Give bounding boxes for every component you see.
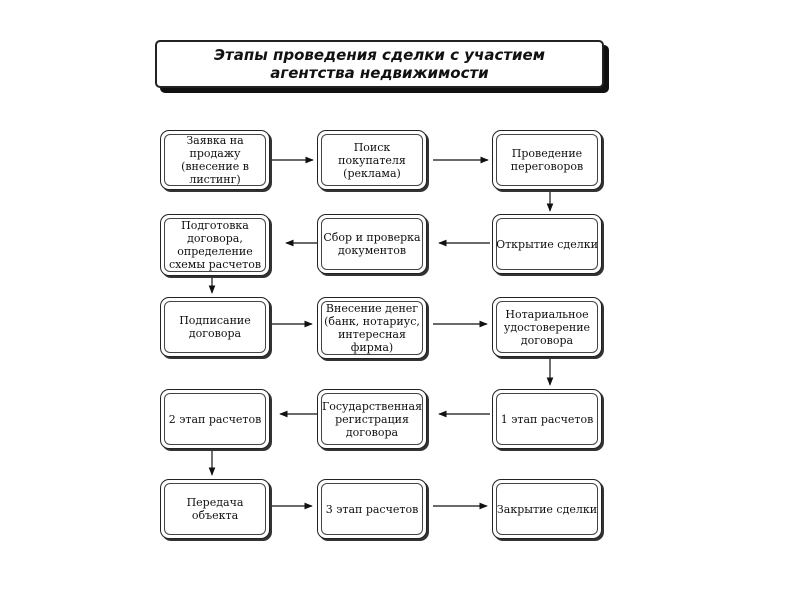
step-money-deposit: Внесение денег (банк, нотариус, интересн… [317, 297, 427, 359]
step-payment-stage-3: 3 этап расчетов [317, 479, 427, 539]
step-contract-signing: Подписание договора [160, 297, 270, 357]
step-label: Передача объекта [186, 496, 244, 522]
step-notarization: Нотариальное удостоверение договора [492, 297, 602, 357]
step-deal-opening: Открытие сделки [492, 214, 602, 274]
step-label: Открытие сделки [496, 237, 598, 251]
step-documents-collection: Сбор и проверка документов [317, 214, 427, 274]
step-contract-preparation: Подготовка договора, определение схемы р… [160, 214, 270, 276]
step-label: Нотариальное удостоверение договора [503, 307, 591, 347]
step-payment-stage-1: 1 этап расчетов [492, 389, 602, 449]
step-state-registration: Государственная регистрация договора [317, 389, 427, 449]
step-label: Проведение переговоров [510, 147, 584, 173]
step-label: Подготовка договора, определение схемы р… [168, 219, 262, 271]
step-label: Поиск покупателя (реклама) [338, 140, 406, 180]
step-negotiations: Проведение переговоров [492, 130, 602, 190]
step-object-transfer: Передача объекта [160, 479, 270, 539]
step-label: Подписание договора [179, 314, 251, 340]
diagram-title-box: Этапы проведения сделки с участием агент… [155, 40, 604, 88]
step-label: Закрытие сделки [496, 502, 598, 516]
step-application-for-sale: Заявка на продажу (внесение в листинг) [160, 130, 270, 190]
step-payment-stage-2: 2 этап расчетов [160, 389, 270, 449]
step-buyer-search: Поиск покупателя (реклама) [317, 130, 427, 190]
step-label: Сбор и проверка документов [323, 231, 421, 257]
step-label: 1 этап расчетов [500, 412, 594, 426]
step-deal-closing: Закрытие сделки [492, 479, 602, 539]
step-label: 2 этап расчетов [168, 412, 262, 426]
step-label: Внесение денег (банк, нотариус, интересн… [324, 302, 420, 354]
step-label: Государственная регистрация договора [321, 399, 423, 439]
step-label: Заявка на продажу (внесение в листинг) [181, 134, 249, 186]
diagram-title: Этапы проведения сделки с участием агент… [214, 46, 545, 82]
step-label: 3 этап расчетов [325, 502, 419, 516]
